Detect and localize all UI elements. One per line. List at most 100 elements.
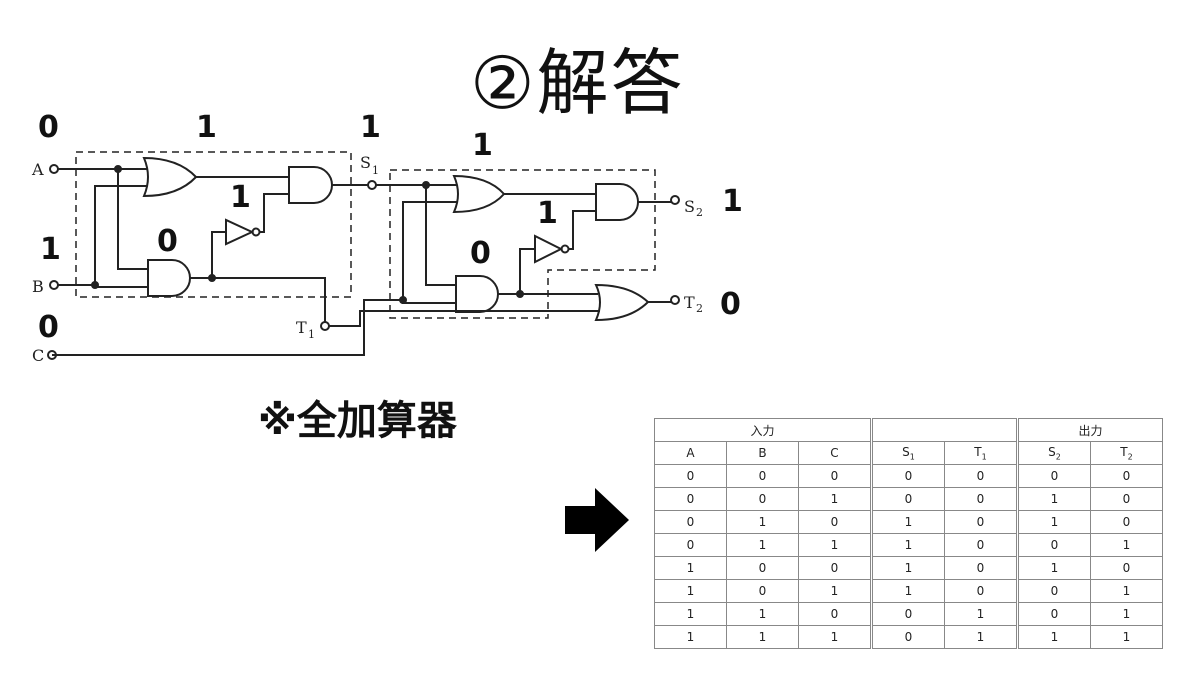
column-header: A (654, 441, 727, 465)
table-cell: 0 (798, 464, 872, 488)
table-cell: 1 (944, 602, 1018, 626)
label-t1-sub: 1 (308, 328, 315, 341)
label-s2: S (684, 197, 695, 216)
or-gate-1 (142, 156, 198, 198)
table-cell: 1 (1016, 556, 1091, 580)
table-cell: 1 (726, 510, 799, 534)
table-cell: 1 (870, 579, 945, 603)
table-cell: 0 (944, 487, 1018, 511)
table-cell: 0 (944, 464, 1018, 488)
table-cell: 0 (798, 556, 872, 580)
table-cell: 0 (726, 556, 799, 580)
table-cell: 0 (1016, 579, 1091, 603)
table-cell: 1 (944, 625, 1018, 649)
table-cell: 0 (944, 556, 1018, 580)
half-adder-box-1 (75, 151, 352, 298)
label-c: C (32, 346, 44, 365)
bit-and2-out: 0 (470, 236, 491, 271)
table-cell: 0 (654, 487, 727, 511)
table-cell: 0 (944, 510, 1018, 534)
terminal-s1 (367, 180, 377, 190)
table-cell: 0 (1090, 556, 1163, 580)
truth-table-group-header: 入力 出力 (654, 418, 1163, 442)
column-header: T2 (1090, 441, 1163, 465)
table-cell: 1 (726, 602, 799, 626)
bit-not1-out: 1 (230, 180, 251, 215)
not-bubble-1 (251, 227, 261, 237)
and-gate-3 (455, 275, 499, 313)
table-cell: 1 (798, 487, 872, 511)
bit-s1-out: 1 (360, 110, 381, 145)
table-cell: 0 (726, 464, 799, 488)
label-t2-sub: 2 (696, 302, 703, 315)
table-cell: 1 (1090, 602, 1163, 626)
table-cell: 1 (654, 579, 727, 603)
group-header-output: 出力 (1016, 418, 1163, 442)
table-cell: 1 (1016, 625, 1091, 649)
and-gate-2 (288, 166, 333, 204)
table-cell: 1 (654, 602, 727, 626)
not-gate-1 (225, 218, 255, 246)
bit-t2-out: 0 (720, 287, 741, 322)
group-header-intermediate (870, 418, 1018, 442)
table-cell: 1 (798, 625, 872, 649)
table-cell: 1 (798, 579, 872, 603)
table-cell: 1 (726, 533, 799, 557)
table-cell: 1 (726, 625, 799, 649)
bit-s2-out: 1 (722, 184, 743, 219)
table-cell: 1 (1016, 487, 1091, 511)
table-cell: 0 (1090, 487, 1163, 511)
table-cell: 0 (944, 533, 1018, 557)
label-s2-sub: 2 (696, 206, 703, 219)
column-header: T1 (944, 441, 1018, 465)
table-cell: 0 (654, 510, 727, 534)
label-s1: S (360, 153, 371, 172)
circuit-diagram: A B C S 1 T 1 S 2 T 2 (31, 151, 703, 365)
page-title: ②解答 (470, 41, 685, 125)
bit-not2-out: 1 (537, 196, 558, 231)
table-cell: 0 (726, 579, 799, 603)
terminal-b (49, 280, 59, 290)
table-cell: 0 (870, 625, 945, 649)
column-header: S2 (1016, 441, 1091, 465)
terminal-s2 (670, 195, 680, 205)
label-s1-sub: 1 (372, 164, 379, 177)
table-cell: 0 (944, 579, 1018, 603)
label-b: B (32, 277, 44, 296)
column-header: C (798, 441, 872, 465)
label-t1: T (296, 318, 307, 337)
not-bubble-2 (560, 244, 570, 254)
table-cell: 0 (654, 464, 727, 488)
arrow-right-icon (565, 488, 629, 552)
bit-c-in: 0 (38, 310, 59, 345)
table-cell: 1 (798, 533, 872, 557)
bit-and1-out: 0 (157, 224, 178, 259)
table-cell: 0 (1016, 602, 1091, 626)
not-gate-2 (534, 234, 564, 264)
table-cell: 0 (1016, 464, 1091, 488)
or-gate-3 (594, 283, 650, 322)
table-cell: 1 (1090, 579, 1163, 603)
table-cell: 1 (870, 556, 945, 580)
terminal-a (49, 164, 59, 174)
label-t2: T (684, 293, 695, 312)
table-cell: 1 (870, 533, 945, 557)
and-gate-4 (595, 183, 639, 221)
table-cell: 0 (870, 487, 945, 511)
bit-b-in: 1 (40, 232, 61, 267)
table-cell: 0 (870, 464, 945, 488)
half-adder-box-2 (389, 169, 656, 319)
table-cell: 1 (1016, 510, 1091, 534)
bit-or1-out: 1 (196, 110, 217, 145)
terminal-t1 (320, 321, 330, 331)
column-header: B (726, 441, 799, 465)
table-cell: 1 (870, 510, 945, 534)
